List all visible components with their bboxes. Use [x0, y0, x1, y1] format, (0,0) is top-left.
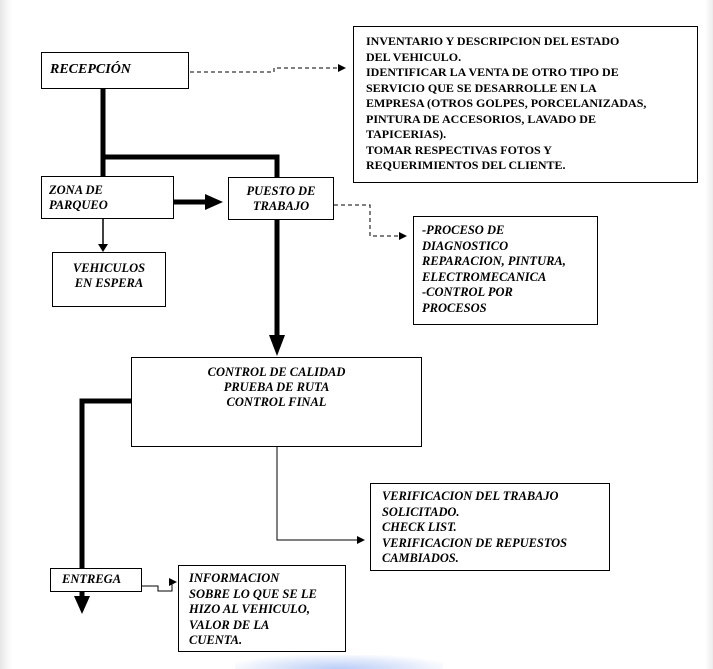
node-informacion: INFORMACION SOBRE LO QUE SE LE HIZO AL V… — [178, 565, 346, 652]
edge-recepcion-inventario — [190, 64, 346, 73]
node-entrega-label: ENTREGA — [62, 572, 122, 586]
node-vehiculos-espera: VEHICULOS EN ESPERA — [52, 252, 166, 307]
edge-zona-puesto-head — [205, 194, 223, 210]
selection-glow — [235, 655, 443, 669]
node-verificacion: VERIFICACION DEL TRABAJO SOLICITADO. CHE… — [370, 483, 610, 571]
node-recepcion-label: RECEPCIÓN — [50, 62, 131, 77]
node-vehiculos-espera-label: VEHICULOS EN ESPERA — [72, 261, 146, 290]
node-entrega: ENTREGA — [50, 568, 142, 592]
node-puesto-trabajo-label: PUESTO DE TRABAJO — [246, 184, 316, 213]
node-control-calidad: CONTROL DE CALIDAD PRUEBA DE RUTA CONTRO… — [131, 357, 422, 447]
edge-entrega-informacion — [142, 578, 177, 592]
node-proceso-label: -PROCESO DE DIAGNOSTICO REPARACION, PINT… — [422, 223, 566, 315]
node-recepcion: RECEPCIÓN — [41, 52, 189, 89]
page-left-shadow — [0, 0, 12, 669]
edge-zona-vehiculos-head — [98, 244, 108, 252]
page-right-shadow — [705, 0, 713, 669]
edge-control-entrega — [79, 398, 131, 598]
node-puesto-trabajo: PUESTO DE TRABAJO — [228, 177, 334, 220]
edge-puesto-control-head — [269, 335, 285, 356]
node-control-calidad-label: CONTROL DE CALIDAD PRUEBA DE RUTA CONTRO… — [207, 365, 346, 409]
node-proceso: -PROCESO DE DIAGNOSTICO REPARACION, PINT… — [413, 216, 598, 325]
node-informacion-label: INFORMACION SOBRE LO QUE SE LE HIZO AL V… — [189, 571, 317, 648]
node-verificacion-label: VERIFICACION DEL TRABAJO SOLICITADO. CHE… — [382, 489, 568, 565]
edge-control-verificacion — [276, 447, 365, 544]
edge-control-entrega-head — [74, 596, 90, 614]
node-inventario-label: INVENTARIO Y DESCRIPCION DEL ESTADO DEL … — [366, 34, 647, 172]
node-zona-parqueo: ZONA DE PARQUEO — [41, 176, 174, 219]
edge-puesto-proceso — [334, 204, 407, 240]
edge-recepcion-puesto — [103, 154, 280, 177]
node-zona-parqueo-label: ZONA DE PARQUEO — [49, 183, 108, 212]
node-inventario: INVENTARIO Y DESCRIPCION DEL ESTADO DEL … — [353, 26, 698, 183]
